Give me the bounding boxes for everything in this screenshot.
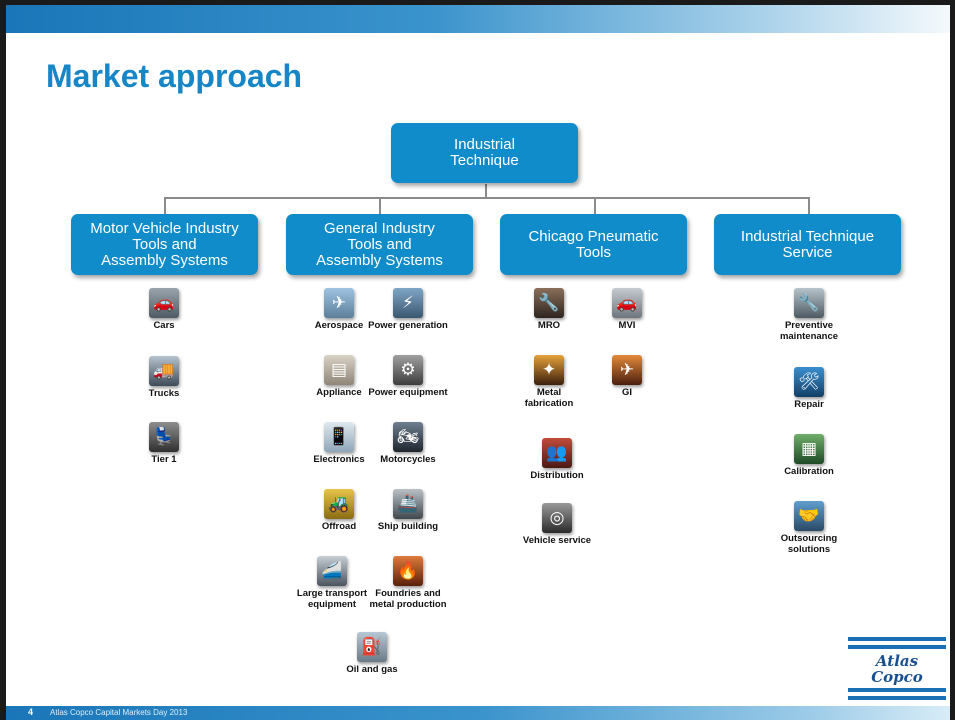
generator-icon: ⚙	[393, 355, 423, 385]
car-icon: 🚗	[149, 288, 179, 318]
market-item-preventive-maintenance: 🔧 Preventive maintenance	[749, 288, 869, 342]
sparks-icon: ✦	[534, 355, 564, 385]
division-box-general-industry: General Industry Tools and Assembly Syst…	[286, 214, 473, 275]
slide-border-right	[950, 0, 955, 720]
connector-division-4	[808, 197, 810, 215]
connector-root-down	[485, 184, 487, 198]
slide-title: Market approach	[46, 58, 303, 94]
molten-metal-icon: 🔥	[393, 556, 423, 586]
market-item-repair: 🛠 Repair	[749, 367, 869, 410]
car-icon: 🚗	[612, 288, 642, 318]
truck-icon: 🚚	[149, 356, 179, 386]
oil-rig-icon: ⛽	[357, 632, 387, 662]
smartphone-icon: 📱	[324, 422, 354, 452]
slide-border-top	[0, 0, 955, 5]
airplane-icon: ✈	[612, 355, 642, 385]
handshake-icon: 🤝	[794, 501, 824, 531]
market-item-foundries: 🔥 Foundries and metal production	[348, 556, 468, 610]
market-item-trucks: 🚚 Trucks	[104, 356, 224, 399]
market-item-aerospace: ✈ Aerospace	[279, 288, 399, 331]
market-item-power-equipment: ⚙ Power equipment	[348, 355, 468, 398]
dump-truck-icon: 🚜	[324, 489, 354, 519]
market-item-oil-and-gas: ⛽ Oil and gas	[312, 632, 432, 675]
market-item-cars: 🚗 Cars	[104, 288, 224, 331]
connector-division-2	[379, 197, 381, 215]
market-item-outsourcing-solutions: 🤝 Outsourcing solutions	[749, 501, 869, 555]
market-item-calibration: ▦ Calibration	[749, 434, 869, 477]
mechanic-icon: 🔧	[534, 288, 564, 318]
page-number: 4	[28, 707, 34, 717]
train-icon: 🚄	[317, 556, 347, 586]
division-box-service: Industrial Technique Service	[714, 214, 901, 275]
connector-horizontal	[164, 197, 809, 199]
market-item-mro: 🔧 MRO	[489, 288, 609, 331]
market-item-power-generation: ⚡ Power generation	[348, 288, 468, 331]
division-box-motor-vehicle: Motor Vehicle Industry Tools and Assembl…	[71, 214, 258, 275]
power-plant-icon: ⚡	[393, 288, 423, 318]
market-item-electronics: 📱 Electronics	[279, 422, 399, 465]
market-item-mvi: 🚗 MVI	[567, 288, 687, 331]
market-item-offroad: 🚜 Offroad	[279, 489, 399, 532]
technician-icon: 🛠	[794, 367, 824, 397]
motorcycle-icon: 🏍	[393, 422, 423, 452]
market-item-vehicle-service: ◎ Vehicle service	[497, 503, 617, 546]
header-gradient-bar	[6, 5, 950, 33]
wrench-icon: 🔧	[794, 288, 824, 318]
division-box-chicago-pneumatic: Chicago Pneumatic Tools	[500, 214, 687, 275]
connector-division-3	[594, 197, 596, 215]
market-item-tier-1: 💺 Tier 1	[104, 422, 224, 465]
market-item-motorcycles: 🏍 Motorcycles	[348, 422, 468, 465]
slide-border-left	[0, 0, 6, 720]
market-item-appliance: ▤ Appliance	[279, 355, 399, 398]
people-icon: 👥	[542, 438, 572, 468]
market-item-large-transport-equipment: 🚄 Large transport equipment	[272, 556, 392, 610]
appliance-icon: ▤	[324, 355, 354, 385]
ship-icon: 🚢	[393, 489, 423, 519]
connector-division-1	[164, 197, 166, 215]
footer-bar: 4 Atlas Copco Capital Markets Day 2013	[6, 706, 950, 720]
market-item-gi: ✈ GI	[567, 355, 687, 398]
market-item-metal-fabrication: ✦ Metal fabrication	[489, 355, 609, 409]
atlas-copco-logo: Atlas Copco	[848, 637, 946, 700]
footer-text: Atlas Copco Capital Markets Day 2013	[50, 708, 188, 717]
wheel-icon: ◎	[542, 503, 572, 533]
logo-text: Atlas Copco	[871, 652, 923, 686]
circuit-board-icon: ▦	[794, 434, 824, 464]
airplane-icon: ✈	[324, 288, 354, 318]
root-box-industrial-technique: Industrial Technique	[391, 123, 578, 183]
market-item-ship-building: 🚢 Ship building	[348, 489, 468, 532]
market-item-distribution: 👥 Distribution	[497, 438, 617, 481]
car-seat-icon: 💺	[149, 422, 179, 452]
